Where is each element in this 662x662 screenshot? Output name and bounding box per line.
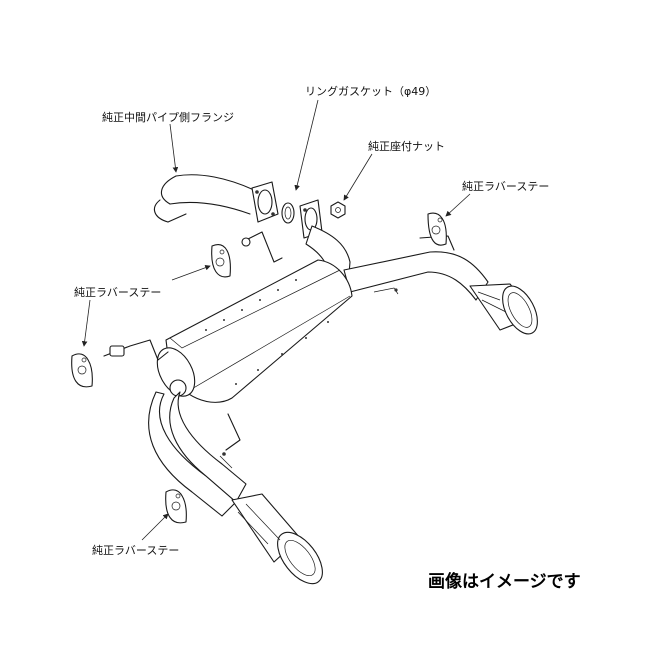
- rubber-stay-left-upper: [211, 244, 231, 278]
- oem-flange-leader: [169, 123, 179, 173]
- ring-gasket-label: リングガスケット（φ49）: [305, 85, 437, 98]
- lower-tailpipe-pipe: [148, 391, 247, 517]
- rubber-stay-upper-right: [427, 212, 447, 246]
- oem-nut: [330, 201, 346, 219]
- ring-gasket-leader: [294, 99, 319, 191]
- rubber-stay-upper-right-label: 純正ラバーステー: [462, 180, 550, 193]
- muffler-flange: [299, 199, 323, 239]
- ring-gasket: [281, 202, 295, 224]
- rubber-stay-bottom: [165, 489, 187, 524]
- right-tailpipe-pipe: [343, 251, 489, 301]
- oem-intermediate-pipe: [153, 174, 255, 223]
- right-tail-tip: [469, 283, 538, 335]
- rubber-stay-left: [71, 353, 93, 388]
- muffler-end-cap: [156, 347, 196, 397]
- image-disclaimer-caption: 画像はイメージです: [428, 572, 581, 592]
- oem-nut-leader: [343, 153, 373, 201]
- oem-flange-label: 純正中間パイプ側フランジ: [102, 111, 234, 124]
- bottom-tail-tip: [231, 493, 323, 585]
- hanger-rod-upper: [241, 231, 283, 263]
- muffler-hanger-lower: [219, 413, 241, 469]
- rubber-stay-left-leader: [81, 299, 91, 347]
- hanger-rod-left: [103, 339, 169, 361]
- oem-nut-label: 純正座付ナット: [368, 140, 445, 153]
- rubber-stay-bottom-leader: [141, 513, 169, 541]
- oem-flange: [251, 181, 279, 223]
- rubber-stay-bottom-label: 純正ラバーステー: [92, 544, 180, 557]
- hanger-rod-right: [419, 235, 455, 251]
- rubber-stay-left-label: 純正ラバーステー: [74, 286, 162, 299]
- rubber-stay-upper-right-leader: [445, 193, 471, 217]
- main-muffler: [165, 259, 353, 403]
- rubber-stay-left-upper-leader: [171, 265, 211, 281]
